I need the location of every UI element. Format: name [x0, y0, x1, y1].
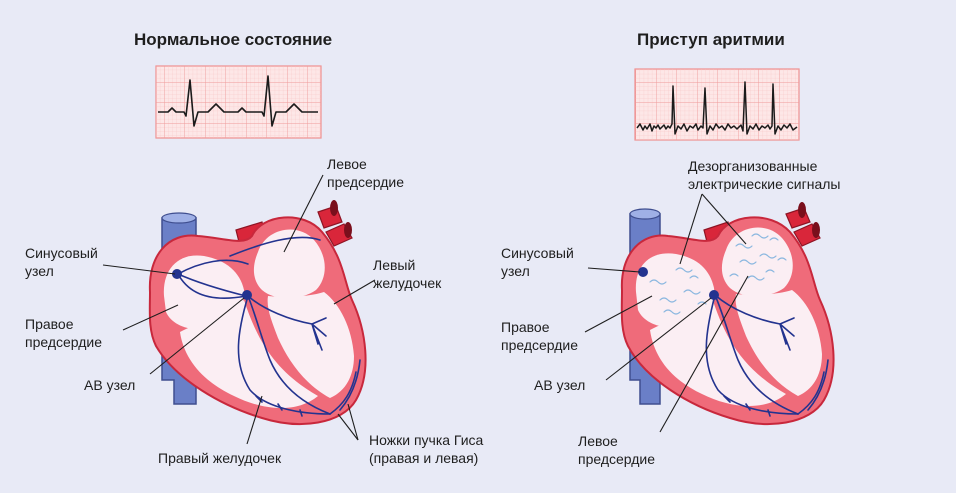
label-left-atrium-2-line1: Левое	[578, 433, 618, 449]
sinus-node-normal	[172, 269, 182, 279]
right-ventricle-2	[650, 298, 786, 407]
label-right-atrium-2: Правое предсердие	[501, 318, 578, 354]
label-left-atrium-line1: Левое	[327, 156, 367, 172]
label-sinus-node: Синусовый узел	[25, 244, 98, 280]
ecg-normal-trace	[158, 75, 318, 127]
ecg-arrhythmia	[634, 68, 800, 141]
av-node-arrhythmia	[709, 290, 719, 300]
conduction-system	[177, 236, 361, 417]
sinus-node-arrhythmia	[638, 267, 648, 277]
label-right-atrium-line1: Правое	[25, 316, 74, 332]
title-normal: Нормальное состояние	[134, 30, 333, 49]
label-left-ventricle: Левый желудочек	[373, 256, 441, 292]
conduction-system-2	[705, 294, 829, 417]
label-sinus-node-2-line2: узел	[501, 263, 530, 279]
av-node-normal	[242, 290, 252, 300]
label-left-ventricle-line2: желудочек	[373, 275, 442, 291]
label-disorganized-line1: Дезорганизованные	[688, 158, 818, 174]
ecg-normal	[155, 65, 322, 139]
label-left-atrium-2-line2: предсердие	[578, 451, 656, 467]
label-his-bundle-line1: Ножки пучка Гиса	[369, 432, 484, 448]
heart-arrhythmia	[620, 202, 835, 425]
label-sinus-node-2: Синусовый узел	[501, 244, 574, 280]
left-ventricle-2	[735, 290, 822, 396]
label-his-bundle: Ножки пучка Гиса (правая и левая)	[369, 431, 483, 467]
disorganized-signals	[649, 233, 787, 315]
right-atrium	[163, 255, 245, 330]
label-left-atrium-2: Левое предсердие	[578, 432, 655, 468]
label-right-atrium-line2: предсердие	[25, 334, 103, 350]
label-disorganized-signals: Дезорганизованные электрические сигналы	[688, 157, 840, 193]
label-sinus-node-2-line1: Синусовый	[501, 245, 574, 261]
label-right-atrium-2-line2: предсердие	[501, 337, 579, 353]
label-left-ventricle-line1: Левый	[373, 257, 416, 273]
label-right-ventricle: Правый желудочек	[158, 450, 282, 466]
ecg-arrhythmia-trace	[636, 81, 798, 135]
title-arrhythmia: Приступ аритмии	[637, 30, 785, 49]
label-sinus-node-line2: узел	[25, 263, 54, 279]
label-av-node: АВ узел	[84, 377, 136, 393]
left-atrium-2	[721, 227, 793, 297]
label-left-atrium: Левое предсердие	[327, 155, 404, 191]
label-left-atrium-line2: предсердие	[327, 174, 405, 190]
heart-normal	[148, 200, 367, 425]
left-atrium	[253, 229, 325, 299]
label-sinus-node-line1: Синусовый	[25, 245, 98, 261]
leader-lines	[102, 174, 749, 445]
right-atrium-2	[635, 253, 715, 328]
label-right-atrium-2-line1: Правое	[501, 319, 550, 335]
label-his-bundle-line2: (правая и левая)	[369, 450, 479, 466]
label-right-atrium: Правое предсердие	[25, 315, 102, 351]
label-av-node-2: АВ узел	[534, 377, 586, 393]
label-disorganized-line2: электрические сигналы	[688, 176, 841, 192]
